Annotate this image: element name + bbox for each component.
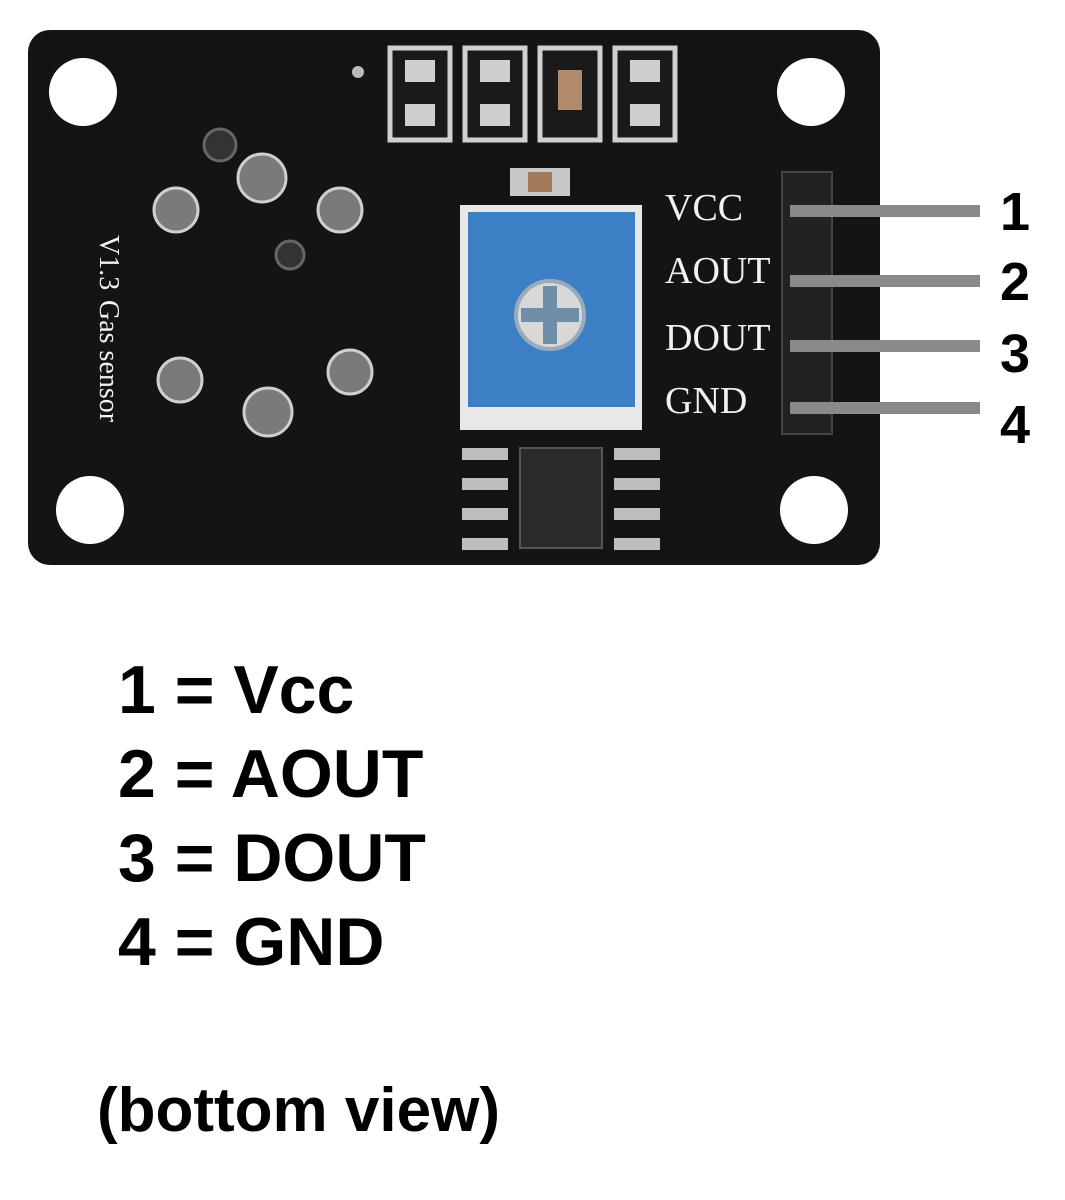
- comparator-ic: [462, 447, 660, 550]
- pin-number-3: 3: [1000, 324, 1030, 384]
- mounting-hole-bottom-left: [56, 476, 124, 544]
- header-pin-2: [790, 275, 980, 287]
- pin-numbers: 1 2 3 4: [1000, 182, 1030, 455]
- header-pin-3: [790, 340, 980, 352]
- pin-number-4: 4: [1000, 395, 1030, 455]
- gas-sensor-module-diagram: V1.3 Gas sensor VCC AOUT DOUT GND 1 2 3 …: [28, 30, 1030, 565]
- pin-number-1: 1: [1000, 182, 1030, 242]
- header-pin-4: [790, 402, 980, 414]
- via-dot: [352, 66, 364, 78]
- view-note: (bottom view): [97, 1076, 500, 1145]
- mounting-hole-bottom-right: [780, 476, 848, 544]
- pin-header: [781, 171, 980, 435]
- legend-item-gnd: 4 = GND: [118, 904, 385, 980]
- sensor-solder-pads: [152, 127, 374, 438]
- legend-item-vcc: 1 = Vcc: [118, 652, 355, 728]
- silk-label-aout: AOUT: [665, 250, 771, 292]
- mounting-hole-top-left: [49, 58, 117, 126]
- silkscreen-version: V1.3: [93, 235, 124, 290]
- silk-label-gnd: GND: [665, 380, 747, 422]
- pin-number-2: 2: [1000, 252, 1030, 312]
- silkscreen-name: Gas sensor: [93, 300, 124, 423]
- pcb-board: [28, 30, 880, 565]
- header-pin-1: [790, 205, 980, 217]
- potentiometer: [460, 205, 642, 430]
- legend-item-aout: 2 = AOUT: [118, 736, 424, 812]
- silk-label-vcc: VCC: [665, 187, 743, 229]
- mounting-hole-top-right: [777, 58, 845, 126]
- silkscreen-pin-labels: VCC AOUT DOUT GND: [665, 187, 771, 422]
- smd-components-top: [387, 45, 678, 196]
- legend-item-dout: 3 = DOUT: [118, 820, 426, 896]
- silk-label-dout: DOUT: [665, 317, 771, 359]
- pin-legend: 1 = Vcc 2 = AOUT 3 = DOUT 4 = GND: [118, 648, 426, 984]
